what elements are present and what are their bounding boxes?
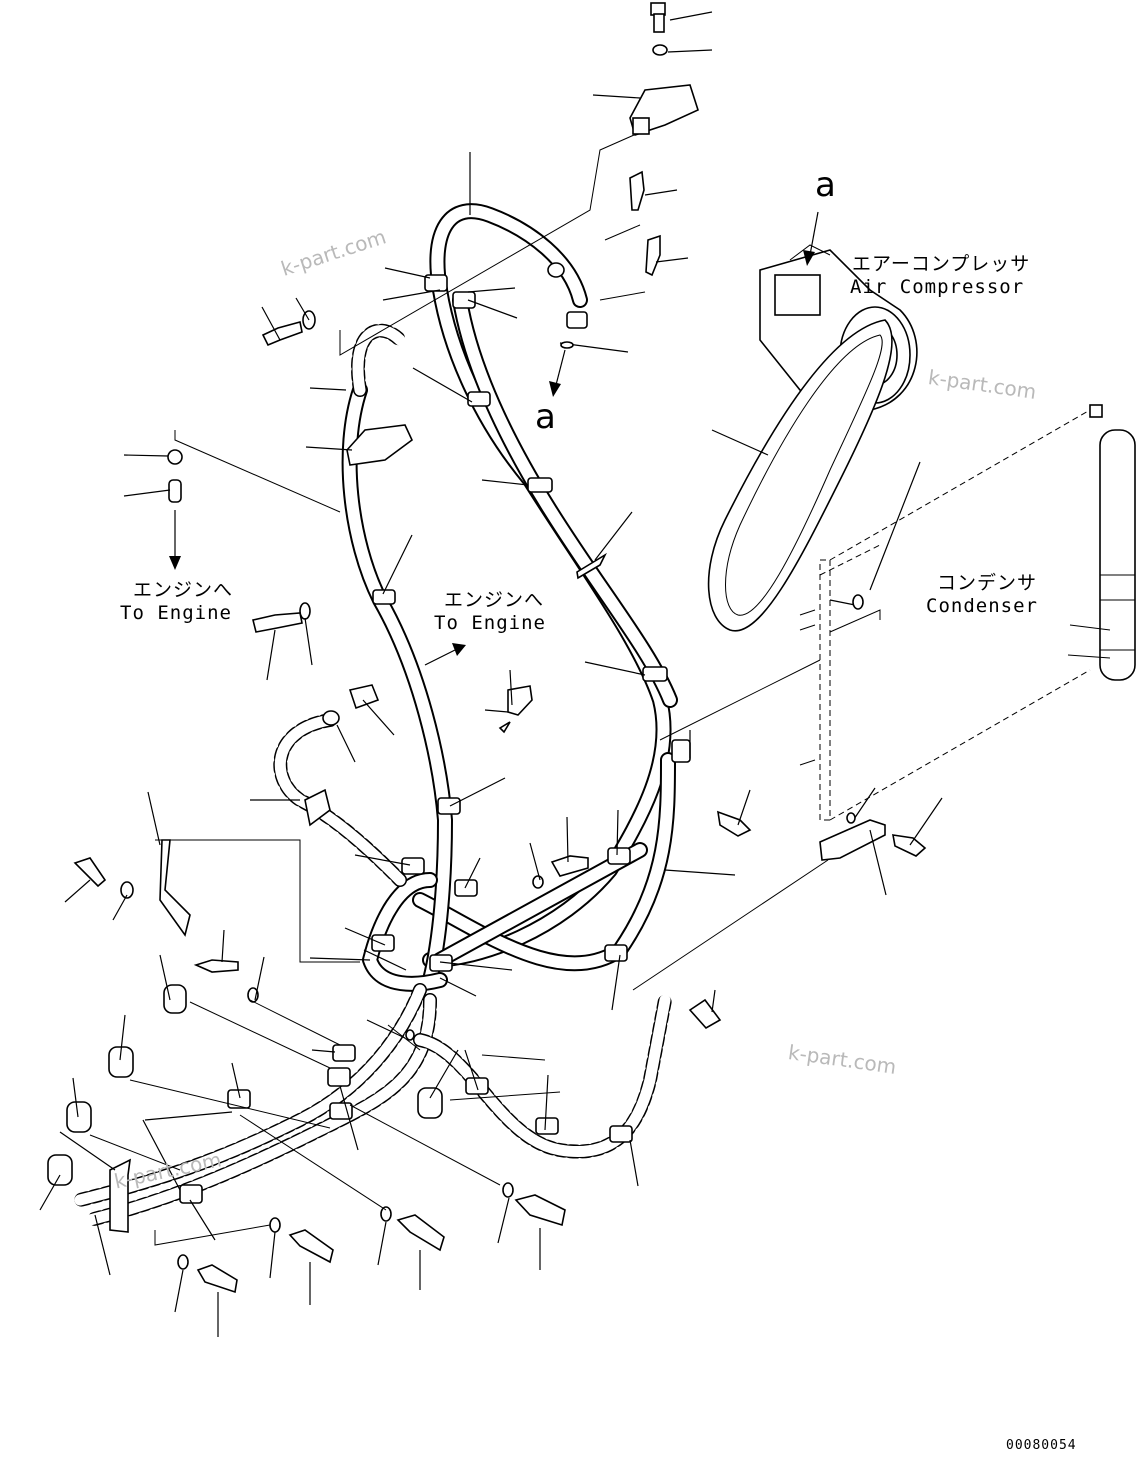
reference-lines bbox=[89, 134, 881, 1246]
hose-clamps bbox=[179, 262, 691, 1204]
condenser-label-en: Condenser bbox=[926, 595, 1038, 617]
arrow-a-compressor bbox=[803, 211, 819, 266]
detail-a-marker-bottom: a bbox=[535, 397, 556, 437]
to-engine-left-label-jp: エンジンへ bbox=[133, 579, 234, 601]
detail-a-marker-top: a bbox=[815, 165, 836, 205]
drawing-number: 00080054 bbox=[1006, 1438, 1077, 1453]
hose-left bbox=[341, 382, 453, 992]
fasteners bbox=[47, 170, 927, 1294]
leader-lines bbox=[39, 11, 943, 1337]
drive-belt bbox=[707, 319, 893, 632]
air-compressor-label-en: Air Compressor bbox=[850, 276, 1025, 298]
air-compressor-label-jp: エアーコンプレッサ bbox=[852, 253, 1031, 275]
to-engine-mid-label-jp: エンジンへ bbox=[444, 589, 545, 611]
condenser bbox=[799, 404, 1136, 821]
o-ring bbox=[405, 341, 864, 1041]
arrow-to-engine-left bbox=[169, 510, 181, 570]
top-bracket bbox=[629, 2, 699, 137]
arrow-a-oring bbox=[549, 349, 566, 397]
to-engine-left-label-en: To Engine bbox=[120, 602, 232, 624]
condenser-label-jp: コンデンサ bbox=[937, 572, 1038, 594]
arrow-to-engine-mid bbox=[424, 643, 466, 666]
to-engine-mid-label-en: To Engine bbox=[434, 612, 546, 634]
hose-cross bbox=[432, 842, 648, 968]
hose-dashed-routing bbox=[73, 323, 672, 1227]
